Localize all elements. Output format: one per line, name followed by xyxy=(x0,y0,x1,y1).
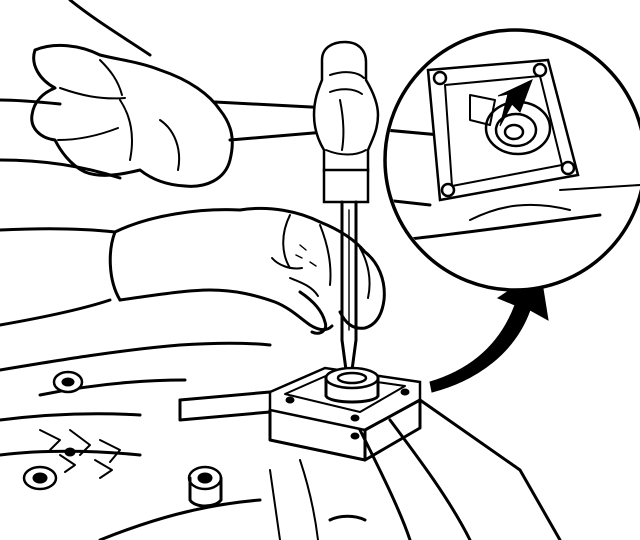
housing-lower-edge xyxy=(98,498,262,540)
knuckle-line xyxy=(99,59,123,96)
inset-bolt-4 xyxy=(440,182,456,198)
sleeve-edge-left xyxy=(0,98,62,106)
callout-arrow xyxy=(429,269,549,393)
transmission-housing xyxy=(0,341,562,540)
inset-seal-bore xyxy=(503,123,525,141)
punch-hand-top xyxy=(113,206,386,330)
hammer-head xyxy=(312,40,380,204)
thumb xyxy=(298,290,328,335)
pad-gasket xyxy=(284,374,406,413)
casting-rib-2 xyxy=(59,454,113,479)
finger-crease-2 xyxy=(57,127,119,141)
finger-detail-3 xyxy=(282,214,291,269)
lower-hand-holding-punch xyxy=(0,206,386,335)
housing-ridge-1 xyxy=(38,378,187,397)
glove-stitches xyxy=(295,244,317,267)
housing-top-edge xyxy=(0,341,272,372)
forearm-underside xyxy=(0,158,122,180)
bolt-boss-3-body xyxy=(188,476,223,508)
housing-lower-detail xyxy=(328,514,367,522)
curved-arrow-shape xyxy=(429,269,549,393)
seal-bore xyxy=(336,371,368,385)
housing-rib-right-2 xyxy=(388,418,472,540)
inset-housing-line-5 xyxy=(469,203,571,221)
bolt-hole-2 xyxy=(32,472,48,484)
sleeve-edge-top xyxy=(68,0,152,57)
punch-hand-bottom xyxy=(118,288,334,332)
glove-cuff xyxy=(108,230,122,302)
casting-rib-1 xyxy=(39,429,121,463)
inset-housing-line-3 xyxy=(398,213,602,242)
drift-punch xyxy=(340,200,358,372)
pad-front-face xyxy=(268,408,367,462)
finger-crease-1 xyxy=(59,87,126,100)
hammer-band-1 xyxy=(329,71,365,79)
inset-bolt-2 xyxy=(532,62,548,78)
inset-housing-line-1 xyxy=(387,128,442,137)
finger-detail-4 xyxy=(271,257,303,270)
finger-crease-4 xyxy=(159,119,180,171)
hammer-band-2 xyxy=(329,88,363,95)
housing-ridge-2 xyxy=(0,412,142,422)
finger-detail-2 xyxy=(319,224,332,286)
lower-sleeve-top xyxy=(0,227,117,234)
detail-inset xyxy=(383,28,640,292)
pad-side-face xyxy=(363,398,422,462)
housing-right-edge xyxy=(418,398,562,540)
housing-rib-right-1 xyxy=(358,428,412,540)
seal-body xyxy=(324,376,380,404)
inset-contents xyxy=(387,58,640,242)
lower-sleeve-bottom xyxy=(0,298,112,327)
pad-bolt-hole-2 xyxy=(350,414,360,422)
hammer-face xyxy=(322,168,370,204)
cast-dot-1 xyxy=(64,447,76,457)
finger-detail-5 xyxy=(289,277,319,297)
inset-bolt-3 xyxy=(560,160,576,176)
hammer-hand-fist xyxy=(30,44,234,188)
finger-crease-3 xyxy=(119,99,133,161)
pad-bolt-hole-3 xyxy=(350,432,360,440)
inset-pointer-arrow xyxy=(497,79,533,127)
bolt-hole-1 xyxy=(61,377,75,387)
housing-rib-right-3 xyxy=(299,459,319,540)
inset-bolt-1 xyxy=(432,70,448,86)
hammer-head-body xyxy=(312,40,380,188)
housing-step-face xyxy=(178,398,272,422)
inset-housing-line-4 xyxy=(559,184,640,191)
punch-tip xyxy=(340,338,358,372)
pad-bolt-hole-1 xyxy=(285,396,295,404)
upper-hand-holding-hammer xyxy=(0,0,332,188)
inset-pad-notch xyxy=(469,94,496,126)
seal-mounting-pad xyxy=(268,366,422,462)
bolt-hole-3 xyxy=(197,472,213,484)
hammer-handle-top xyxy=(213,100,332,110)
pad-bolt-hole-4 xyxy=(400,388,410,396)
hammer-band-3 xyxy=(325,149,367,156)
hammer-handle-bottom xyxy=(228,130,327,142)
housing-step-top xyxy=(178,390,272,402)
housing-rib-right-4 xyxy=(269,469,281,540)
hammer-highlight xyxy=(339,99,345,151)
finger-detail-1 xyxy=(359,247,371,299)
